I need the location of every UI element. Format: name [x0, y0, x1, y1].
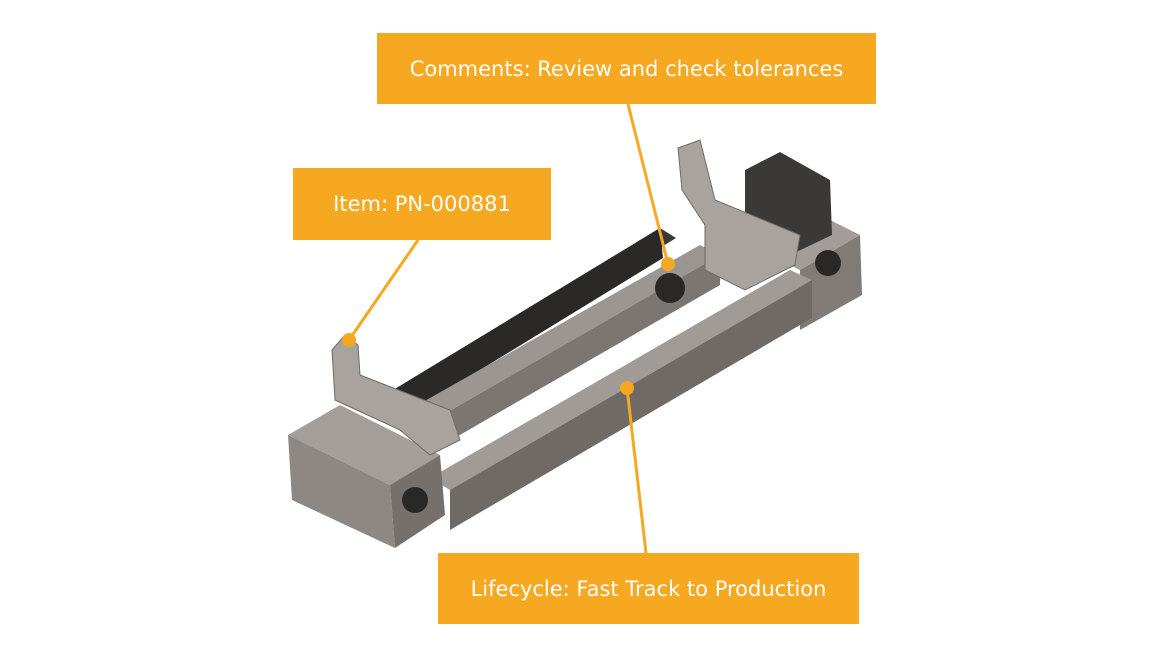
- back-rail-face: [420, 255, 720, 458]
- leader-dot-comments: [661, 257, 675, 271]
- lifecycle-callout: Lifecycle: Fast Track to Production: [438, 553, 859, 624]
- lifecycle-label: Lifecycle: Fast Track to Production: [470, 576, 827, 601]
- item-label: Item: PN-000881: [333, 192, 511, 216]
- bearing-right: [815, 250, 841, 276]
- near-rail-top: [430, 270, 812, 490]
- left-block-front: [288, 435, 395, 548]
- leader-dot-lifecycle: [620, 381, 634, 395]
- near-rail-face: [450, 280, 812, 530]
- bearing-left: [402, 487, 428, 513]
- left-block-top: [288, 405, 440, 485]
- leader-dot-item: [342, 333, 356, 347]
- right-block-side: [800, 235, 862, 330]
- comments-label: Comments: Review and check tolerances: [409, 56, 844, 81]
- item-callout: Item: PN-000881: [293, 168, 551, 240]
- leader-lines: [347, 103, 670, 554]
- right-bracket: [677, 139, 801, 291]
- comments-callout: Comments: Review and check tolerances: [377, 33, 876, 104]
- back-rail: [400, 245, 720, 428]
- dark-rail-face: [385, 228, 663, 425]
- knob: [655, 273, 685, 303]
